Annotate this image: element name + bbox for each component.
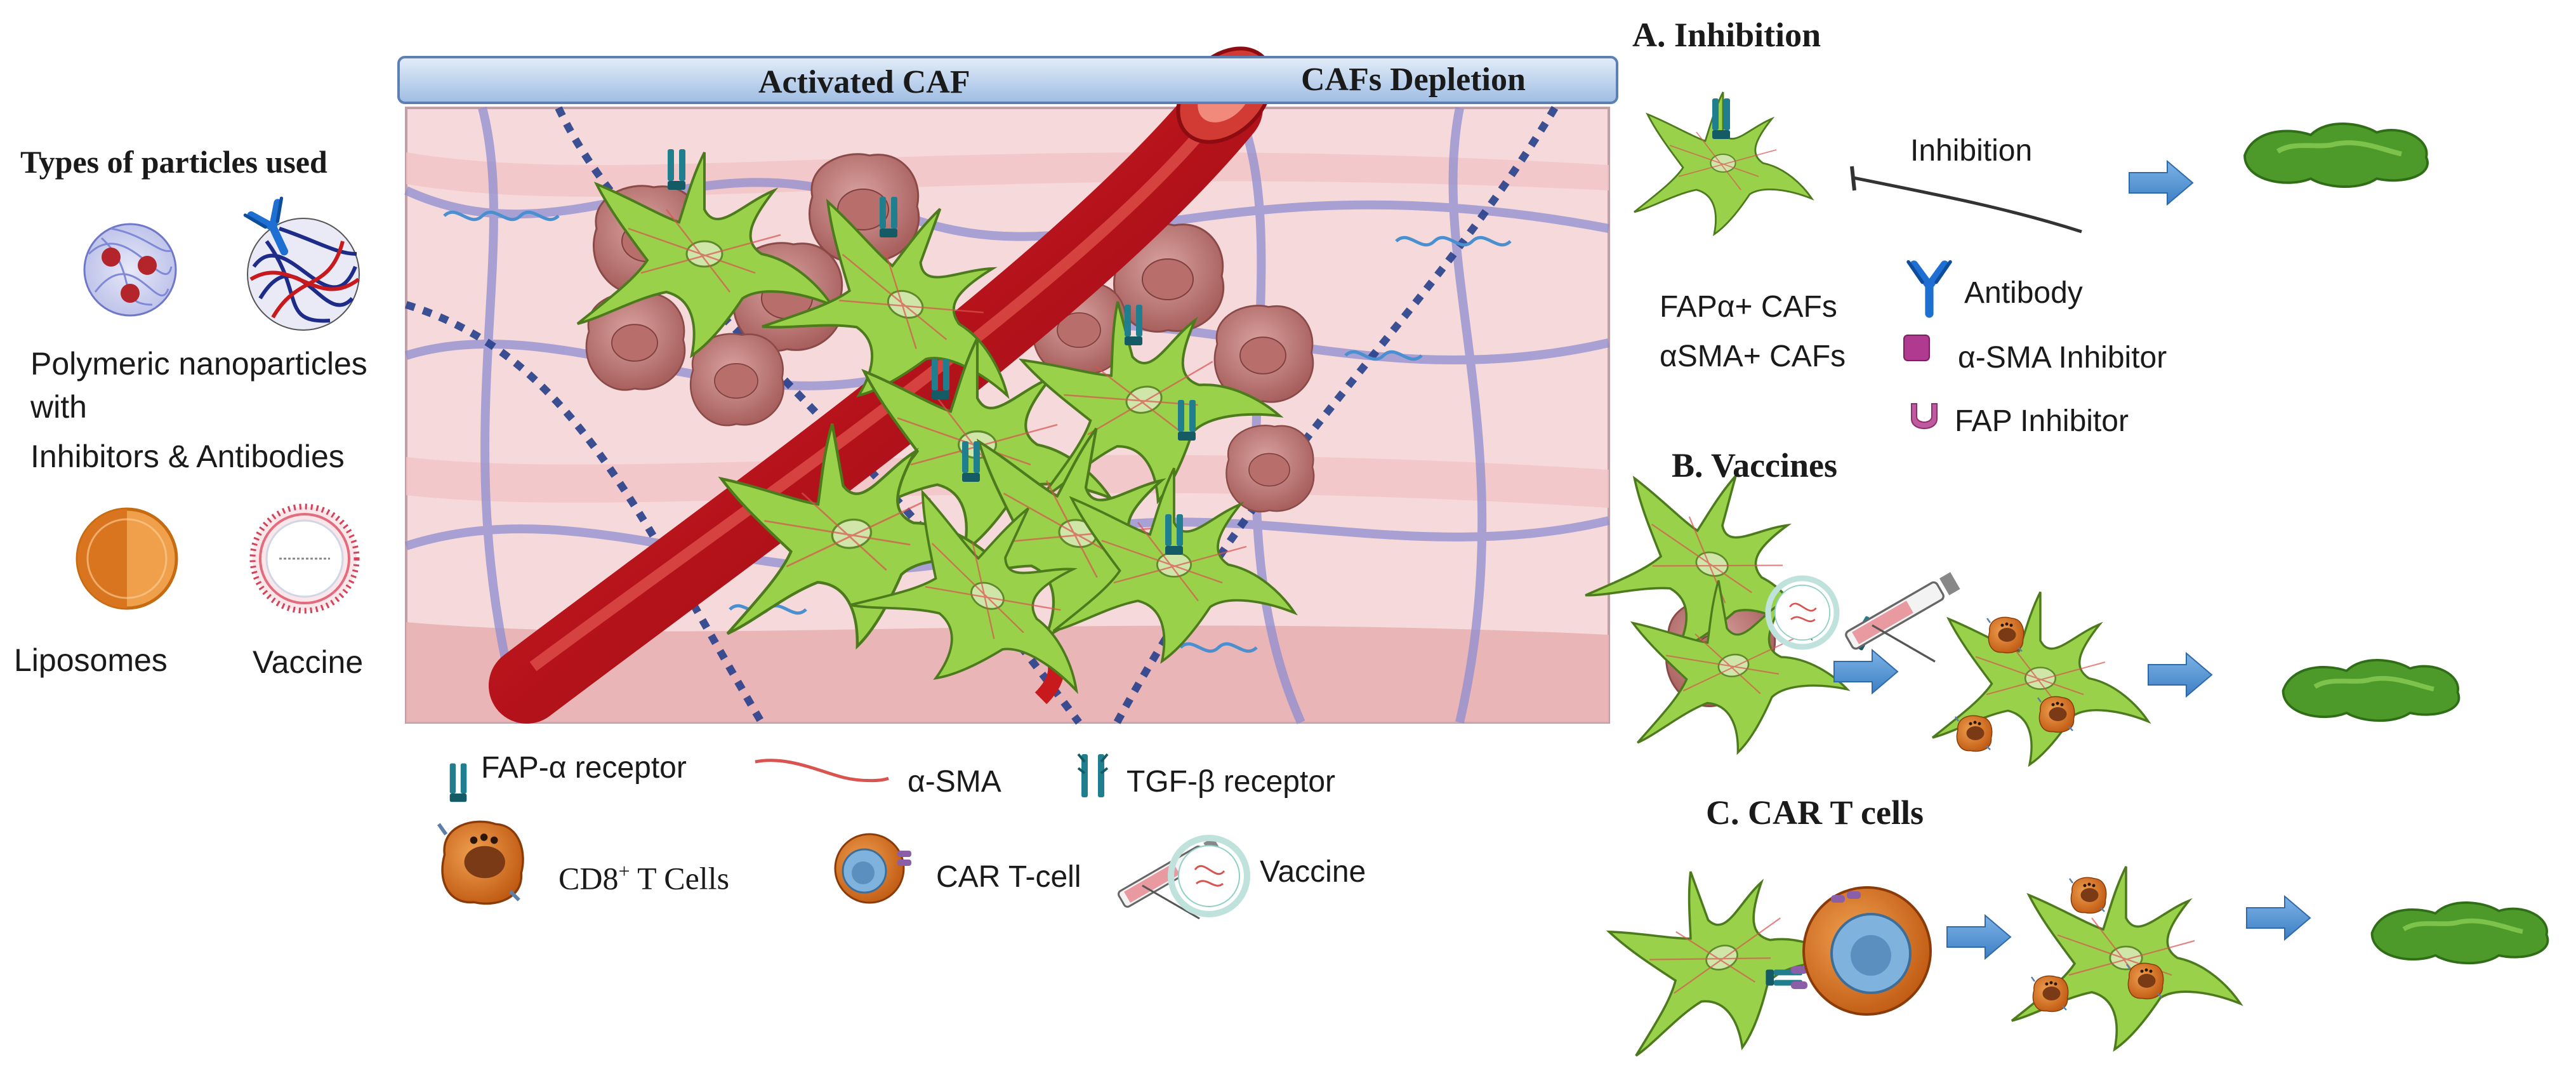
panel-b-title: B. Vaccines [1672, 446, 1838, 484]
panel-a-fap-inhibitor-label: FAP Inhibitor [1955, 404, 2129, 438]
legend-asma-label: α-SMA [908, 765, 1001, 799]
fap-inhibitor-icon [1911, 403, 1938, 429]
legend-car-tcell-label: CAR T-cell [936, 860, 1081, 894]
panel-c-title: C. CAR T cells [1706, 794, 1924, 832]
cd8-tcell-legend-icon [439, 821, 523, 903]
panel-c-graphics [1582, 831, 2548, 1076]
panel-a-asma-cafs-label: αSMA+ CAFs [1660, 340, 1846, 373]
tumor-microenvironment-panel [397, 46, 1618, 736]
polymeric-label-line3: Inhibitors & Antibodies [30, 439, 345, 474]
liposome-icon [76, 507, 178, 610]
panel-a-inhibition-label: Inhibition [1910, 134, 2033, 168]
asma-legend-icon [755, 759, 889, 783]
panel-a-fap-cafs-label: FAPα+ CAFs [1660, 290, 1837, 324]
legend-fap-receptor-label: FAP-α receptor [481, 751, 687, 785]
polymeric-nanoparticle-icon [83, 223, 177, 317]
legend-tgfb-receptor-label: TGF-β receptor [1126, 765, 1335, 799]
legend-cd8-label: CD8+ T Cells [558, 860, 730, 896]
antibody-nanoparticle-icon [245, 198, 360, 331]
panel-a-title: A. Inhibition [1632, 16, 1821, 54]
particles-title: Types of particles used [20, 144, 327, 180]
liposomes-label: Liposomes [14, 642, 168, 678]
header-activated-caf: Activated CAF [758, 64, 970, 100]
tgfb-receptor-legend-icon [1077, 753, 1109, 797]
car-tcell-legend-icon [834, 833, 911, 904]
legend-vaccine-label: Vaccine [1260, 855, 1366, 889]
panel-b-graphics [1576, 445, 2459, 771]
panel-a-antibody-label: Antibody [1964, 276, 2083, 310]
vaccine-syringe-legend-icon [1116, 837, 1247, 920]
polymeric-label-line1: Polymeric nanoparticles [30, 346, 367, 382]
vaccine-particle-label: Vaccine [253, 644, 364, 680]
panel-a-asma-inhibitor-label: α-SMA Inhibitor [1958, 341, 2167, 375]
polymeric-label-line2: with [30, 389, 87, 425]
vaccine-particle-icon [249, 503, 360, 614]
antibody-icon [1908, 262, 1950, 314]
asma-inhibitor-icon [1903, 335, 1930, 361]
fap-receptor-legend-icon [449, 763, 467, 802]
header-cafs-depletion: CAFs Depletion [1301, 62, 1526, 98]
panel-a-graphics [1633, 91, 2427, 429]
